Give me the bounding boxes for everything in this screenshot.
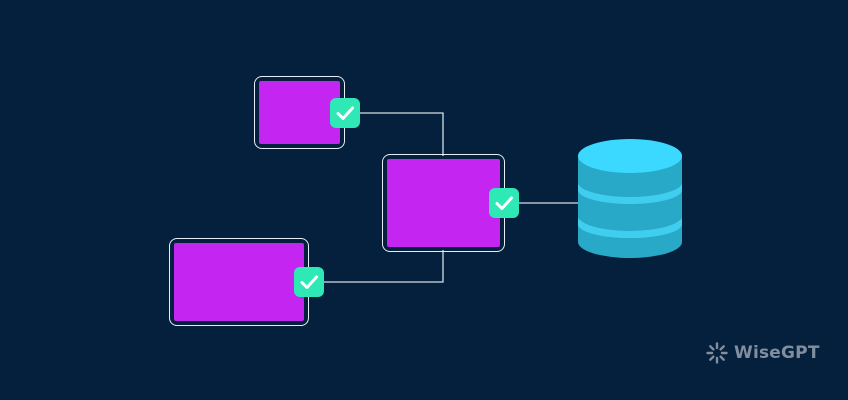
connector-bottom-to-center — [322, 250, 444, 283]
process-node-fill — [387, 159, 500, 247]
process-node-center — [382, 154, 505, 252]
process-node-top — [254, 76, 345, 149]
checkmark-icon — [294, 267, 324, 297]
database-icon — [578, 139, 682, 258]
checkmark-icon — [489, 188, 519, 218]
checkmark-icon — [330, 98, 360, 128]
process-node-fill — [259, 81, 340, 144]
wisegpt-logo-icon — [706, 342, 728, 364]
connector-top-to-center — [358, 112, 444, 156]
process-node-bottom — [169, 238, 309, 326]
process-node-fill — [174, 243, 304, 321]
wisegpt-logo-text: WiseGPT — [734, 343, 820, 363]
wisegpt-watermark: WiseGPT — [706, 339, 820, 367]
